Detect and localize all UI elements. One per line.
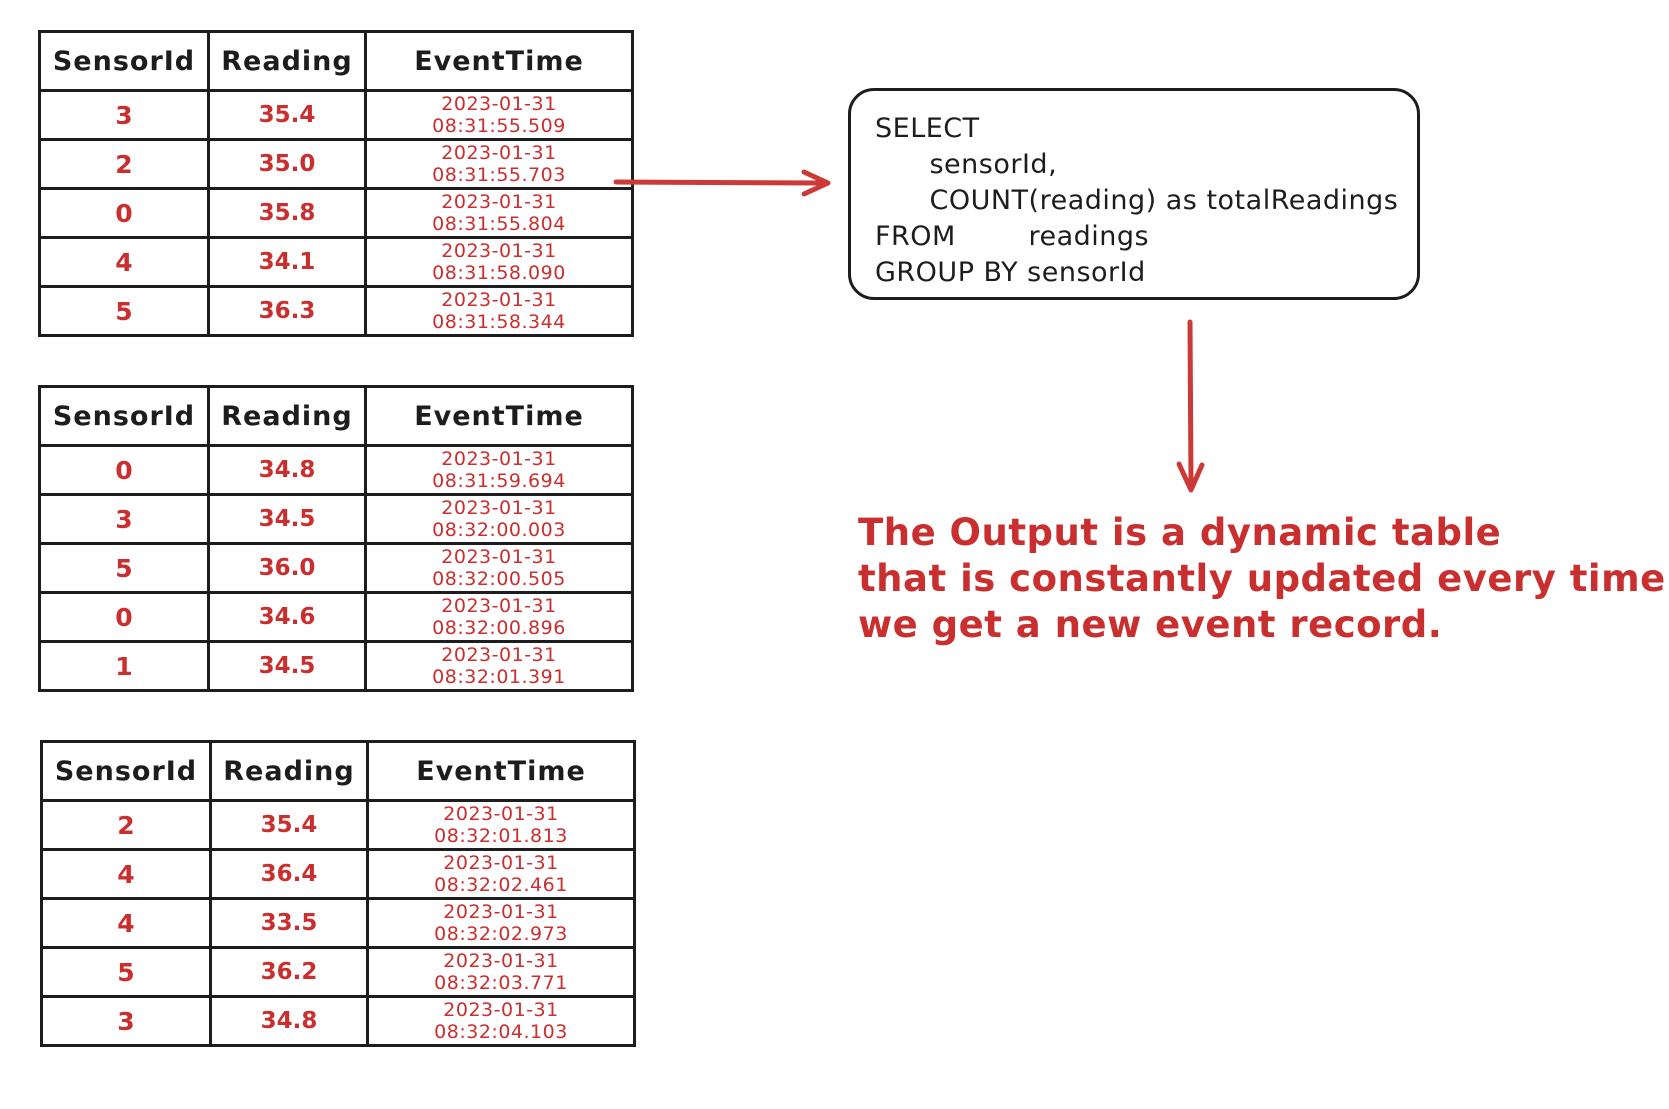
column-header: SensorId [40,740,212,802]
text-line: sensorId, [875,149,1058,180]
event-time-cell: 2023-01-31 08:31:55.703 [364,138,634,190]
reading-cell: 34.8 [209,995,369,1047]
event-time-cell: 2023-01-31 08:32:03.771 [366,946,636,998]
text-line: FROM readings [875,221,1150,252]
event-time-cell: 2023-01-31 08:31:59.694 [364,444,634,496]
arrow-down-icon [1176,319,1205,493]
sensor-id-cell: 5 [38,285,210,337]
text-line: COUNT(reading) as totalReadings [875,185,1399,216]
arrow-right-icon [613,169,831,197]
sensor-id-cell: 2 [38,138,210,190]
reading-cell: 35.0 [207,138,367,190]
sensor-id-cell: 0 [38,444,210,496]
sensor-id-cell: 0 [38,591,210,643]
event-time-cell: 2023-01-31 08:31:55.804 [364,187,634,239]
event-time-cell: 2023-01-31 08:32:01.813 [366,799,636,851]
event-time-cell: 2023-01-31 08:32:04.103 [366,995,636,1047]
reading-cell: 36.3 [207,285,367,337]
column-header: Reading [209,740,369,802]
reading-cell: 35.8 [207,187,367,239]
column-header: Reading [207,385,367,447]
event-time-cell: 2023-01-31 08:32:00.003 [364,493,634,545]
event-time-cell: 2023-01-31 08:31:58.344 [364,285,634,337]
column-header: EventTime [364,385,634,447]
reading-cell: 34.6 [207,591,367,643]
reading-cell: 36.4 [209,848,369,900]
event-time-cell: 2023-01-31 08:32:02.973 [366,897,636,949]
text-line: SELECT [875,113,980,144]
text-line: we get a new event record. [858,603,1443,646]
reading-cell: 33.5 [209,897,369,949]
column-header: Reading [207,30,367,92]
sensor-id-cell: 2 [40,799,212,851]
reading-cell: 34.1 [207,236,367,288]
sensor-id-cell: 3 [38,493,210,545]
sensor-id-cell: 1 [38,640,210,692]
reading-cell: 34.5 [207,493,367,545]
event-time-cell: 2023-01-31 08:32:00.896 [364,591,634,643]
reading-cell: 36.2 [209,946,369,998]
event-time-cell: 2023-01-31 08:31:58.090 [364,236,634,288]
sensor-id-cell: 5 [40,946,212,998]
sensor-id-cell: 3 [38,89,210,141]
column-header: SensorId [38,385,210,447]
reading-cell: 35.4 [209,799,369,851]
sensor-id-cell: 0 [38,187,210,239]
text-line: GROUP BY sensorId [875,257,1146,288]
reading-cell: 36.0 [207,542,367,594]
sensor-id-cell: 4 [38,236,210,288]
reading-cell: 34.5 [207,640,367,692]
reading-cell: 34.8 [207,444,367,496]
column-header: SensorId [38,30,210,92]
text-line: that is constantly updated every time [858,557,1666,600]
event-time-cell: 2023-01-31 08:32:01.391 [364,640,634,692]
column-header: EventTime [364,30,634,92]
event-time-cell: 2023-01-31 08:32:02.461 [366,848,636,900]
reading-cell: 35.4 [207,89,367,141]
sensor-id-cell: 4 [40,897,212,949]
text-line: The Output is a dynamic table [858,511,1502,554]
sql-query-box: SELECT sensorId, COUNT(reading) as total… [848,88,1420,300]
column-header: EventTime [366,740,636,802]
event-time-cell: 2023-01-31 08:31:55.509 [364,89,634,141]
sensor-id-cell: 4 [40,848,212,900]
sensor-id-cell: 5 [38,542,210,594]
sensor-id-cell: 3 [40,995,212,1047]
event-time-cell: 2023-01-31 08:32:00.505 [364,542,634,594]
